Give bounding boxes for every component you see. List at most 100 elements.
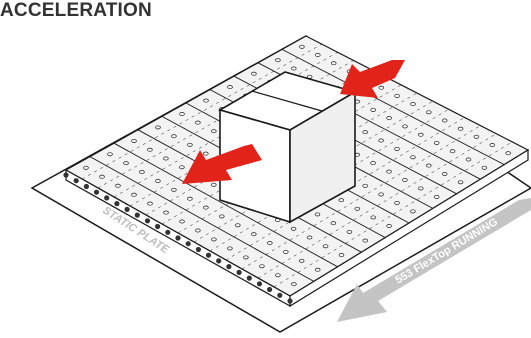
edge-pin xyxy=(256,281,263,287)
module-joint-line xyxy=(193,100,433,243)
hinge-hole xyxy=(187,142,193,147)
module-joint-line xyxy=(225,117,465,261)
hinge-hole xyxy=(107,152,113,157)
edge-pin xyxy=(236,269,242,275)
hinge-hole xyxy=(290,226,297,231)
hinge-hole xyxy=(386,116,392,121)
hinge-hole xyxy=(322,244,329,249)
module-joint-line xyxy=(257,133,497,279)
hinge-hole xyxy=(155,125,161,130)
hinge-hole xyxy=(402,178,408,182)
hinge-hole xyxy=(378,85,385,90)
hinge-hole xyxy=(378,192,384,197)
hinge-hole xyxy=(283,249,289,254)
hinge-hole xyxy=(291,66,297,71)
hinge-hole xyxy=(314,212,321,217)
hinge-hole xyxy=(315,53,321,57)
edge-pin xyxy=(134,212,140,218)
hinge-hole xyxy=(147,147,153,152)
hinge-hole xyxy=(330,61,337,66)
red-arrow-icon xyxy=(340,60,405,98)
hinge-hole xyxy=(394,93,400,98)
hinge-hole xyxy=(139,170,145,175)
hinge-hole xyxy=(155,179,161,183)
edge-pin xyxy=(185,241,191,247)
hinge-hole xyxy=(171,134,177,139)
hinge-hole xyxy=(243,255,249,260)
hinge-hole xyxy=(418,186,424,191)
hinge-hole xyxy=(306,235,313,240)
hinge-hole xyxy=(227,85,233,90)
box-icon xyxy=(217,71,358,224)
hinge-hole xyxy=(251,232,257,237)
hinge-hole xyxy=(346,229,353,234)
edge-pin xyxy=(165,229,171,235)
module-joint-line xyxy=(273,141,513,288)
edge-pin xyxy=(114,201,120,207)
hinge-hole xyxy=(426,110,432,115)
hinge-hole xyxy=(394,200,400,205)
edge-pin xyxy=(267,286,273,293)
edge-pin xyxy=(246,275,252,281)
module-joint-line xyxy=(209,109,449,252)
edge-pin xyxy=(175,235,181,241)
hinge-hole xyxy=(354,206,361,211)
hinge-hole xyxy=(171,187,177,192)
hinge-hole xyxy=(465,157,472,162)
red-arrow-icon xyxy=(182,144,262,184)
hinge-hole xyxy=(299,44,305,49)
edge-pin xyxy=(73,178,79,184)
hinge-hole xyxy=(338,198,345,203)
hinge-hole xyxy=(330,221,337,226)
hinge-hole xyxy=(187,196,193,201)
page-title: ACCELERATION xyxy=(0,0,152,21)
hinge-hole xyxy=(473,134,480,139)
hinge-hole xyxy=(457,180,464,185)
hinge-hole xyxy=(378,138,384,143)
hinge-hole xyxy=(147,201,153,206)
hinge-hole xyxy=(259,264,265,269)
hinge-hole xyxy=(362,130,368,135)
hinge-hole xyxy=(386,169,392,174)
hinge-hole xyxy=(195,120,201,125)
hinge-hole xyxy=(219,214,225,219)
hinge-hole xyxy=(267,241,273,246)
hinge-hole xyxy=(410,155,416,160)
edge-pin xyxy=(63,172,69,178)
edge-pin xyxy=(205,252,212,258)
hinge-hole xyxy=(211,237,217,242)
hinge-hole xyxy=(410,102,416,107)
hinge-hole xyxy=(203,98,209,103)
hinge-hole xyxy=(457,126,464,131)
hinge-hole xyxy=(83,165,89,170)
hinge-hole xyxy=(131,138,137,143)
hinge-hole xyxy=(179,219,185,224)
hinge-hole xyxy=(203,151,209,156)
hinge-hole xyxy=(370,107,376,112)
hinge-hole xyxy=(131,192,137,197)
module-row-line xyxy=(113,142,338,268)
hinge-hole xyxy=(211,182,217,187)
hinge-hole xyxy=(251,71,257,76)
module-row-line xyxy=(281,49,505,165)
hinge-hole xyxy=(370,161,376,166)
running-direction-arrow-icon xyxy=(337,198,531,322)
edge-pin xyxy=(93,189,100,195)
hinge-hole xyxy=(441,118,448,123)
hinge-hole xyxy=(163,210,169,215)
hinge-hole xyxy=(338,253,345,258)
hinge-hole xyxy=(275,58,281,63)
hinge-hole xyxy=(394,146,400,151)
hinge-hole xyxy=(179,112,185,116)
hinge-hole xyxy=(123,161,129,166)
hinge-hole xyxy=(211,129,217,134)
hinge-hole xyxy=(441,172,448,176)
hinge-hole xyxy=(275,273,281,278)
hinge-hole xyxy=(298,258,305,263)
edge-pin xyxy=(287,298,293,304)
hinge-hole xyxy=(179,165,185,170)
hinge-hole xyxy=(362,183,368,188)
edge-pin xyxy=(277,292,283,298)
hinge-hole xyxy=(163,156,169,161)
module-joint-line xyxy=(241,125,481,270)
